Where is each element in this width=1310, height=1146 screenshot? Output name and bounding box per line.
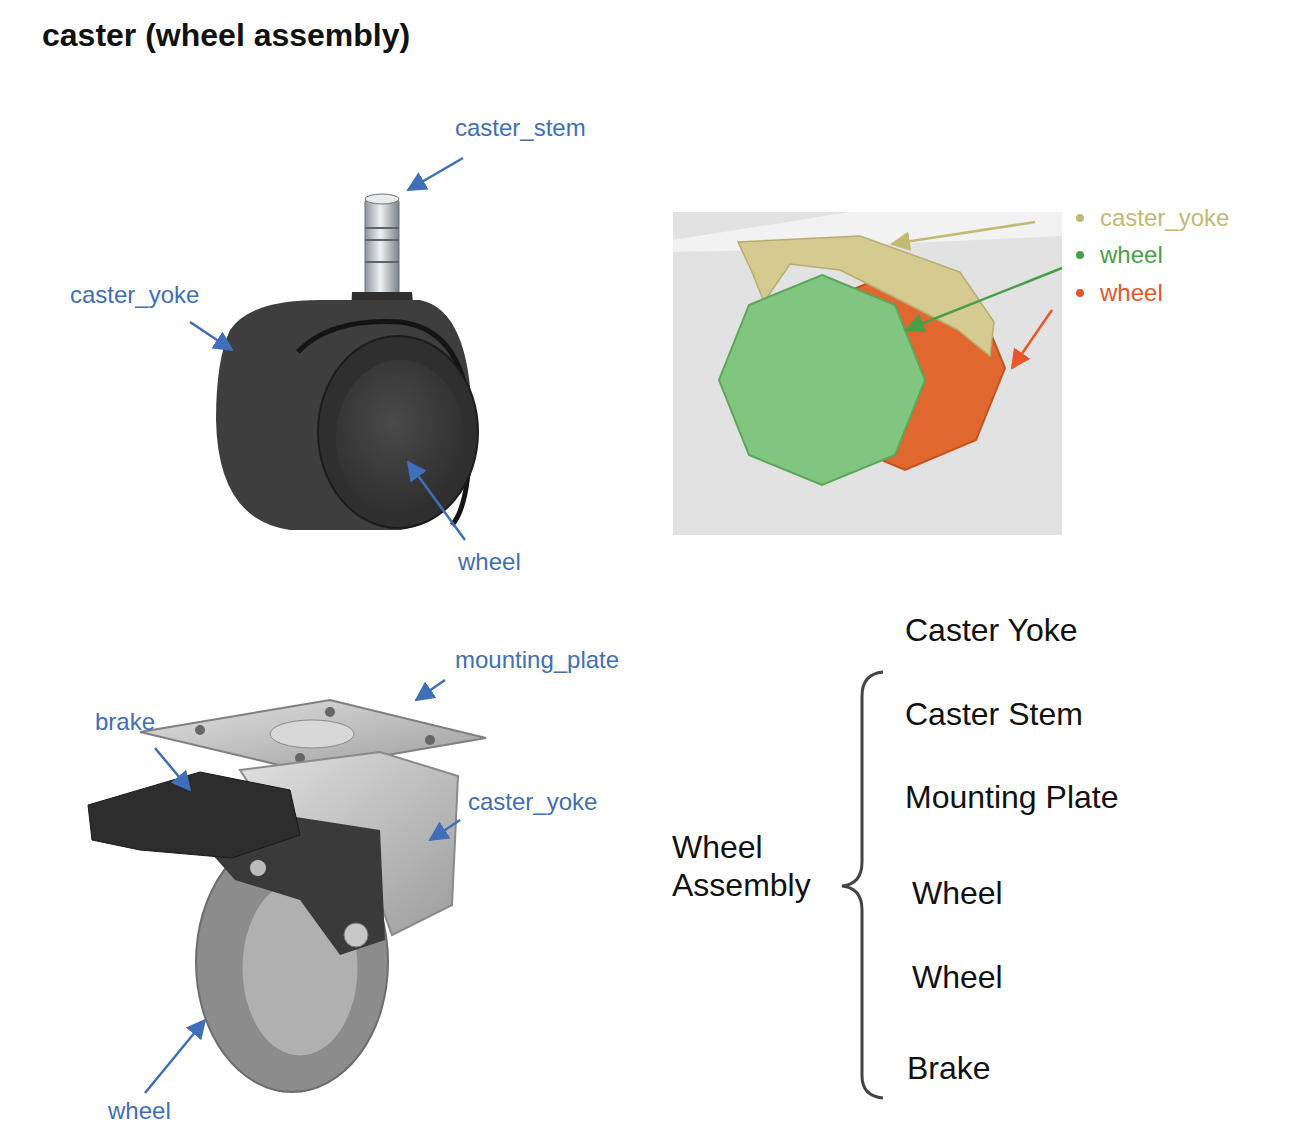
tree-item: Wheel	[912, 958, 1003, 996]
part-label: caster_yoke	[468, 788, 597, 817]
leader-line	[408, 158, 463, 190]
brace	[842, 672, 883, 1098]
part-label: brake	[95, 708, 155, 737]
tree-group: Wheel Assembly	[672, 828, 837, 905]
legend-item: wheel	[1076, 241, 1163, 270]
leader-line	[145, 1020, 205, 1093]
title-holder: caster (wheel assembly)	[42, 16, 410, 54]
legend-bullet	[1076, 251, 1084, 259]
wheel-shape	[719, 275, 925, 485]
leader-line	[1012, 310, 1052, 368]
label-holder: brake	[95, 708, 155, 737]
stem-top	[365, 194, 399, 204]
part-label: mounting_plate	[455, 646, 619, 675]
legend-text: wheel	[1100, 279, 1163, 308]
label-holder: Brake	[907, 1049, 991, 1087]
leader-line	[892, 222, 1035, 244]
axle-bolt	[344, 923, 368, 947]
legend-bullet	[1076, 214, 1084, 222]
tree-item: Brake	[907, 1049, 991, 1087]
part-label: caster_stem	[455, 114, 586, 143]
title: caster (wheel assembly)	[42, 16, 410, 54]
wheel-face	[318, 336, 478, 528]
label-holder: wheel	[108, 1097, 171, 1126]
part-label: caster_yoke	[70, 281, 199, 310]
plate-hole	[425, 735, 435, 745]
tree-item: Caster Yoke	[905, 611, 1078, 649]
plate-shape	[140, 700, 486, 770]
label-holder: Wheel Assembly	[672, 828, 837, 905]
tree-item: Wheel	[912, 874, 1003, 912]
plate-boss	[270, 720, 354, 748]
label-holder: wheel	[458, 548, 521, 577]
label-holder: Caster Yoke	[905, 611, 1078, 649]
stem-groove	[365, 227, 399, 229]
part-label: wheel	[458, 548, 521, 577]
render-ground	[673, 212, 1062, 535]
wheel-hub	[336, 360, 464, 516]
label-holder: Wheel	[912, 958, 1003, 996]
leader-line	[408, 462, 465, 540]
label-holder: caster_yoke	[70, 281, 199, 310]
legend-item: caster_yoke	[1076, 204, 1229, 233]
leader-line	[906, 268, 1062, 330]
brake-shape	[88, 772, 300, 858]
tree-item: Caster Stem	[905, 695, 1083, 733]
leader-line	[155, 748, 190, 790]
stem-groove	[365, 239, 399, 241]
leader-line	[430, 820, 460, 840]
label-holder: caster_stem	[455, 114, 586, 143]
label-holder: Caster Stem	[905, 695, 1083, 733]
render-view	[673, 212, 1062, 535]
label-holder: Mounting Plate	[905, 778, 1118, 816]
legend-item: wheel	[1076, 279, 1163, 308]
label-holder: Wheel	[912, 874, 1003, 912]
stem-groove	[365, 261, 399, 263]
office-caster-photo	[216, 194, 478, 530]
label-holder: mounting_plate	[455, 646, 619, 675]
pivot-bolt	[250, 860, 266, 876]
plate-hole	[325, 707, 335, 717]
tree-item: Mounting Plate	[905, 778, 1118, 816]
stem-shape	[365, 198, 399, 298]
plate-hole	[195, 725, 205, 735]
part-label: wheel	[108, 1097, 171, 1126]
label-holder: caster_yoke	[468, 788, 597, 817]
leader-line	[190, 322, 232, 350]
leader-line	[416, 680, 445, 700]
legend-text: wheel	[1100, 241, 1163, 270]
legend-bullet	[1076, 289, 1084, 297]
legend-text: caster_yoke	[1100, 204, 1229, 233]
industrial-caster-photo	[88, 700, 486, 1092]
